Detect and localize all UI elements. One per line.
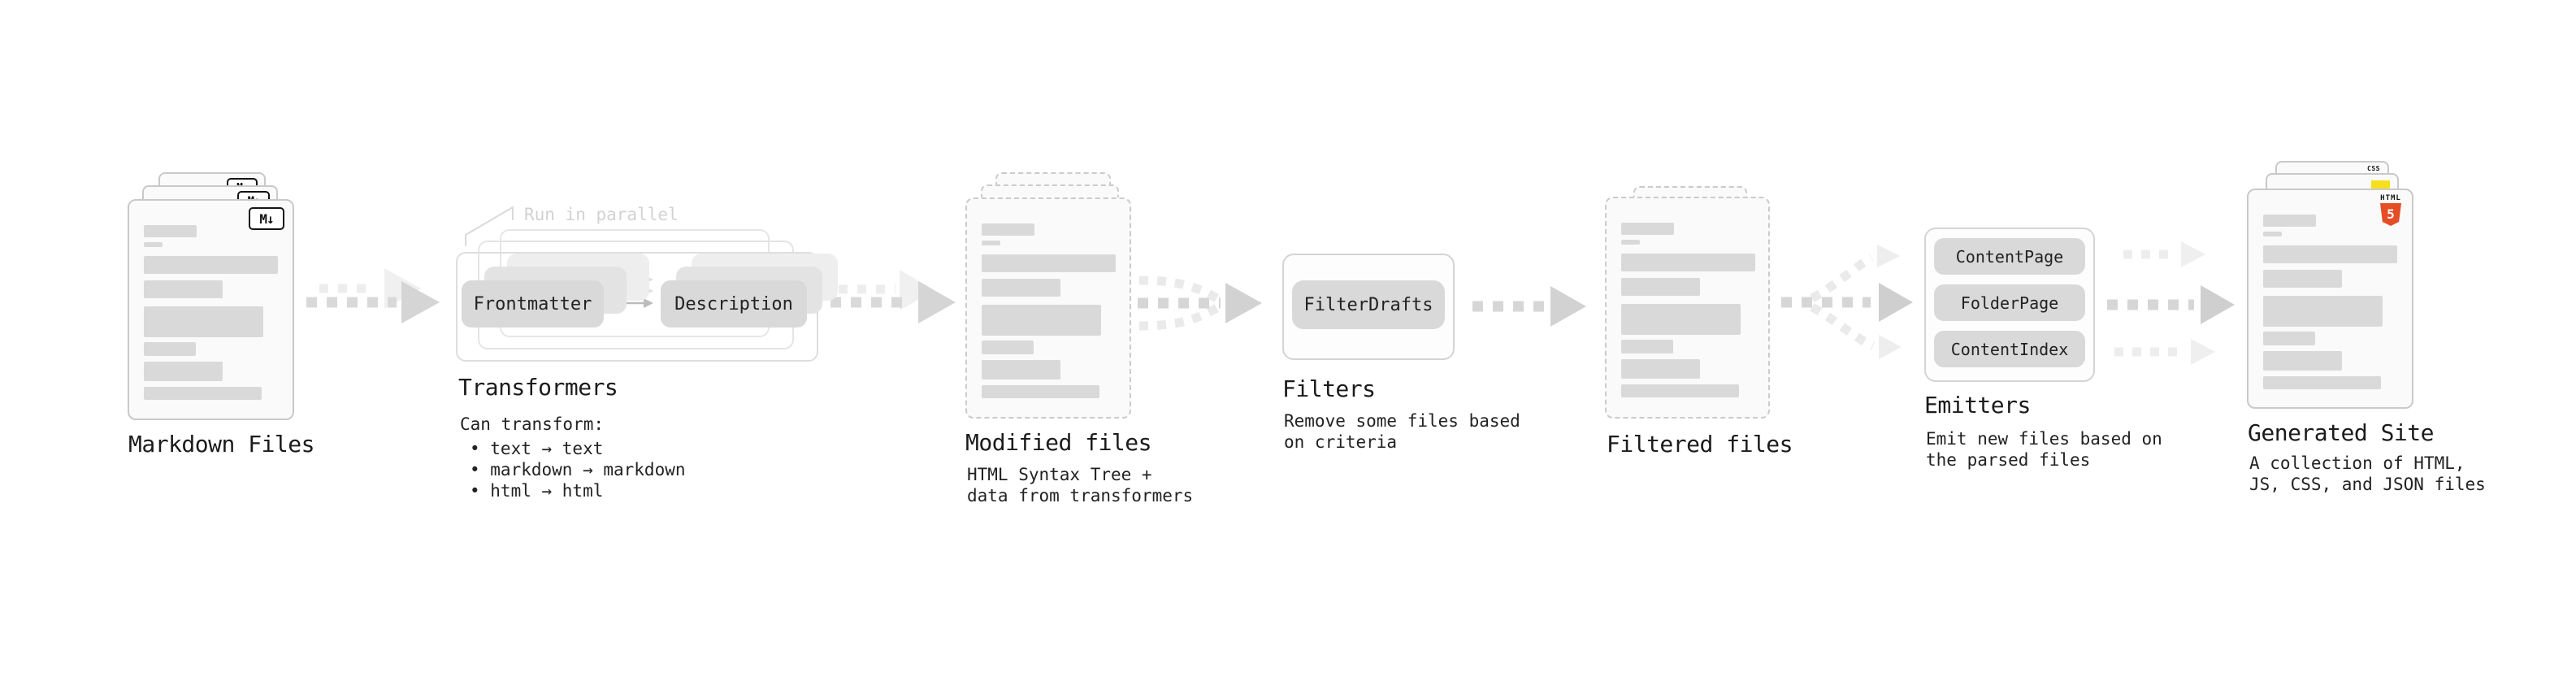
text-line-bar [2263,351,2342,371]
modified-files-caption: data from transformers [967,486,1194,505]
text-line-bar [1621,340,1673,354]
generated-site-caption: JS, CSS, and JSON files [2249,475,2486,494]
text-line-bar [982,360,1060,380]
run-in-parallel-note: Run in parallel [524,205,679,224]
transformers-bullet: • html → html [470,481,604,501]
filters-caption: on criteria [1284,432,1398,452]
filters-caption: Remove some files based [1284,411,1520,431]
generated-site-label: Generated Site [2248,419,2435,446]
text-line-bar [2263,296,2383,327]
transformers-bullet: • text → text [470,439,604,458]
text-line-bar [1621,223,1674,235]
text-line-bar [982,254,1116,272]
emitters-caption: Emit new files based on [1926,429,2162,449]
text-line-bar [1621,384,1739,397]
text-line-bar [144,225,197,237]
transformers-caption-title: Can transform: [460,414,605,434]
description-pill: Description [661,280,807,327]
arrow-filters-to-filtered-icon [1472,286,1586,327]
emitters-caption: the parsed files [1926,450,2091,470]
text-line-bar [982,340,1034,354]
html5-icon-word: HTML [2380,194,2401,202]
text-line-bar [1621,240,1640,245]
transformers-label: Transformers [458,374,618,401]
html5-icon-number: 5 [2387,206,2395,222]
css-icon-word: CSS [2367,165,2380,172]
text-line-bar [982,241,1000,245]
text-line-bar [1621,359,1700,379]
folderpage-pill: FolderPage [1934,284,2085,321]
text-line-bar [144,342,196,356]
arrow-emitters-to-generated-icon [2107,241,2235,365]
generated-site-caption: A collection of HTML, [2249,453,2465,473]
html5-icon: HTML 5 [2380,194,2401,226]
text-line-bar [144,256,278,274]
text-line-bar [144,387,262,400]
arrow-transformers-to-modified-icon [830,270,956,323]
text-line-bar [144,306,263,337]
text-line-bar [982,279,1060,297]
text-line-bar [1621,278,1700,296]
filtered-files-label: Filtered files [1607,431,1793,458]
text-line-bar [982,305,1101,336]
text-line-bar [144,362,223,381]
text-line-bar [2263,376,2381,389]
html5-icon-shield: 5 [2380,203,2401,226]
filterdrafts-pill: FilterDrafts [1292,280,1445,329]
text-line-bar [2263,215,2316,227]
markdown-files-label: Markdown Files [128,431,315,458]
text-line-bar [2263,232,2282,236]
frontmatter-pill: Frontmatter [462,280,604,327]
contentindex-pill: ContentIndex [1934,331,2085,367]
markdown-icon: M↓ [249,207,284,230]
transformers-bullet: • markdown → markdown [470,460,686,479]
arrow-converge-to-filters-icon [1138,275,1262,331]
text-line-bar [2263,270,2342,288]
filtered-file-card [1605,197,1770,419]
text-line-bar [144,242,163,247]
modified-files-label: Modified files [965,429,1152,456]
js-icon [2371,180,2390,189]
text-line-bar [2263,245,2397,263]
text-line-bar [144,280,223,298]
text-line-bar [1621,254,1755,271]
markdown-file-card: M↓ [128,199,294,420]
text-line-bar [982,385,1099,398]
modified-file-card [965,197,1131,419]
text-line-bar [1621,304,1741,335]
arrow-markdown-to-transformers-icon [306,268,440,323]
filters-label: Filters [1282,375,1376,402]
contentpage-pill: ContentPage [1934,238,2085,275]
note-leader-line [465,206,514,246]
modified-files-caption: HTML Syntax Tree + [967,465,1152,484]
text-line-bar [2263,332,2315,345]
generated-site-card: HTML 5 [2247,189,2413,409]
arrow-diverge-to-emitters-icon [1781,245,1913,359]
emitters-label: Emitters [1924,392,2031,419]
text-line-bar [982,223,1034,236]
